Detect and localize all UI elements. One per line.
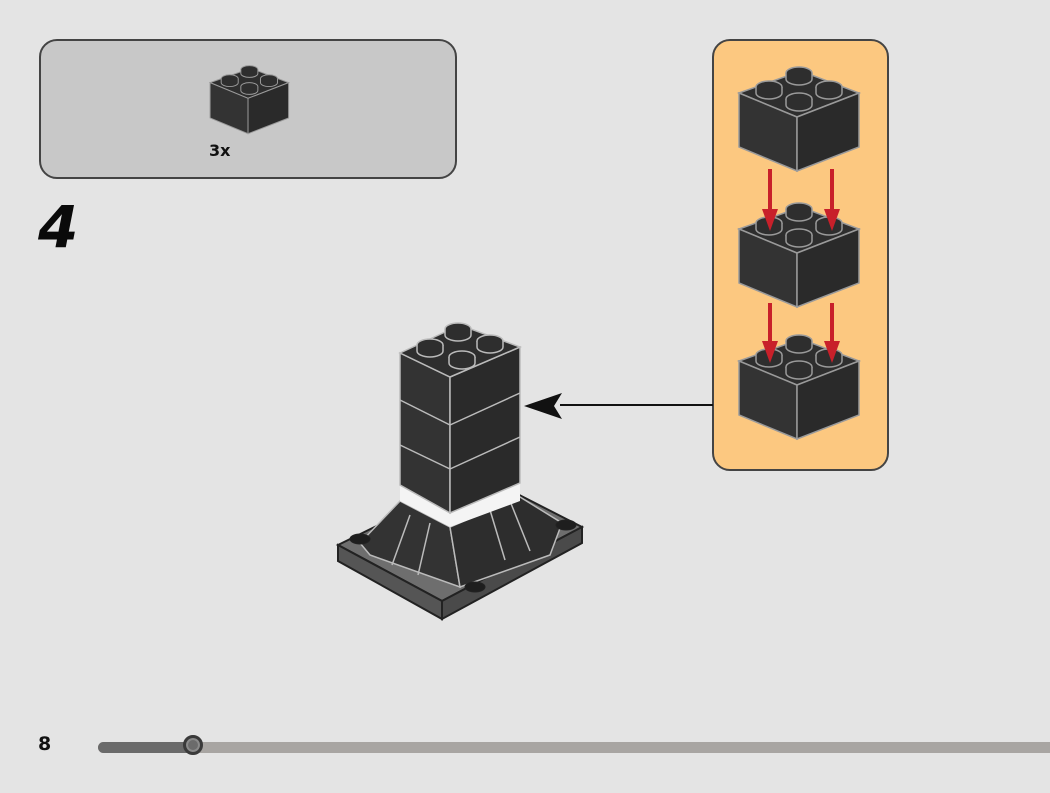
- down-arrows-icon: [762, 169, 840, 363]
- step-number: 4: [38, 193, 79, 261]
- part-quantity: 3x: [209, 141, 231, 160]
- parts-list-panel: 3x: [39, 39, 457, 179]
- arrow-left-icon: [524, 393, 562, 419]
- sub-assembly-illustration: [738, 66, 860, 440]
- page-progress-slider[interactable]: [98, 735, 1050, 755]
- brick-middle-icon: [738, 202, 860, 308]
- progress-thumb[interactable]: [183, 735, 204, 755]
- page-number: 8: [38, 733, 52, 755]
- callout-arrow-line: [560, 404, 713, 406]
- brick-bottom-icon: [738, 334, 860, 440]
- brick-2x2-icon: [209, 65, 290, 135]
- progress-fill: [98, 742, 194, 753]
- brick-top-icon: [738, 66, 860, 172]
- sub-assembly-panel: [712, 39, 889, 471]
- model-illustration: [335, 322, 585, 621]
